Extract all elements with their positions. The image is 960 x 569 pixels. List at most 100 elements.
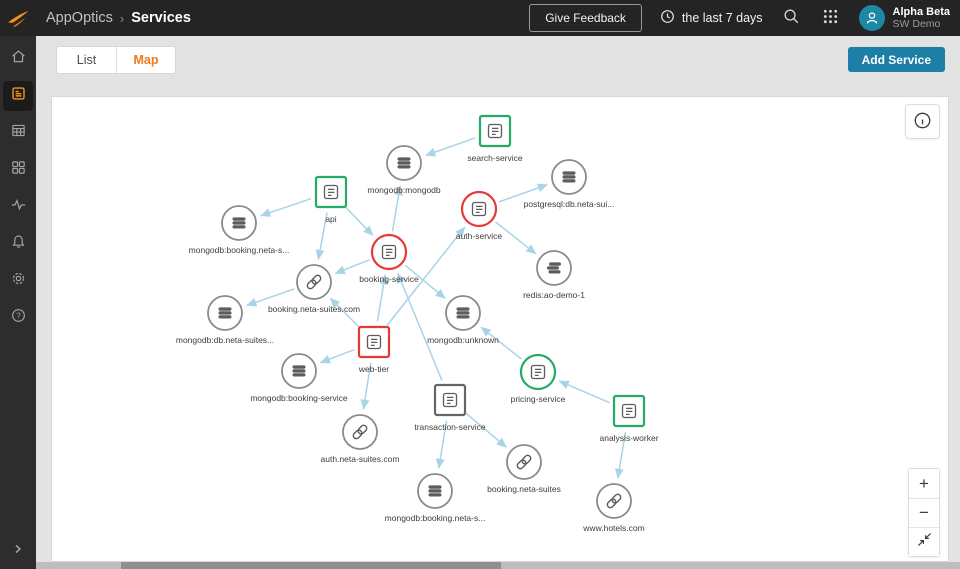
map-edge xyxy=(260,197,312,217)
map-edges xyxy=(246,137,627,479)
map-node-label: booking.neta-suites xyxy=(487,484,561,494)
map-edge xyxy=(404,264,446,299)
map-node-label: api xyxy=(325,214,336,224)
page-title: Services xyxy=(131,10,191,26)
dashboards-icon xyxy=(10,122,27,144)
user-menu[interactable]: Alpha Beta SW Demo xyxy=(858,5,950,31)
horizontal-scrollbar-thumb[interactable] xyxy=(121,562,501,569)
map-edge xyxy=(315,212,328,260)
sidebar-expand-button[interactable] xyxy=(0,539,36,563)
map-node-label: analysis-worker xyxy=(599,433,658,443)
sidebar-item-activity[interactable] xyxy=(3,192,33,222)
map-node-auth-neta-suites-com[interactable]: auth.neta-suites.com xyxy=(321,414,400,464)
map-node-label: auth.neta-suites.com xyxy=(321,454,400,464)
map-node-transaction-service[interactable]: transaction-service xyxy=(414,383,486,432)
user-name: Alpha Beta xyxy=(892,5,950,18)
help-icon: ? xyxy=(10,307,27,329)
activity-icon xyxy=(10,196,27,218)
breadcrumb: AppOptics › Services xyxy=(46,10,191,26)
map-edge xyxy=(425,137,476,157)
sidebar-item-notifications[interactable] xyxy=(3,229,33,259)
map-node-mongodb-booking-neta-top[interactable]: mongodb:booking.neta-s... xyxy=(189,205,290,255)
map-node-label: transaction-service xyxy=(414,422,486,432)
map-node-label: mongodb:booking.neta-s... xyxy=(189,245,290,255)
give-feedback-button[interactable]: Give Feedback xyxy=(529,4,642,32)
add-service-button[interactable]: Add Service xyxy=(847,47,945,72)
map-edge xyxy=(386,226,466,326)
map-node-mongodb-unknown[interactable]: mongodb:unknown xyxy=(427,295,499,345)
map-node-label: booking-service xyxy=(359,274,419,284)
map-edge xyxy=(360,362,372,410)
gear-icon xyxy=(10,270,27,292)
map-node-analysis-worker[interactable]: analysis-worker xyxy=(599,394,659,443)
sidebar-item-services[interactable] xyxy=(3,81,33,111)
map-edge xyxy=(558,380,610,404)
map-edge xyxy=(495,221,537,255)
collapse-arrows-icon xyxy=(917,532,932,552)
chevron-right-icon xyxy=(11,542,25,561)
map-nodes: search-service mongodb:mongodb postgresql:… xyxy=(176,114,659,533)
map-edge xyxy=(397,272,443,381)
sidebar-item-help[interactable]: ? xyxy=(3,303,33,333)
app-switcher-button[interactable] xyxy=(820,6,841,30)
sidebar-item-metrics[interactable] xyxy=(3,155,33,185)
zoom-in-button[interactable]: + xyxy=(909,469,939,498)
map-node-postgresql-db[interactable]: postgresql:db.neta-sui... xyxy=(524,159,615,209)
map-node-label: postgresql:db.neta-sui... xyxy=(524,199,615,209)
map-edge xyxy=(498,183,548,203)
map-edge xyxy=(391,185,404,232)
map-node-label: www.hotels.com xyxy=(582,523,644,533)
sidebar-item-settings[interactable] xyxy=(3,266,33,296)
map-edge xyxy=(319,348,355,364)
breadcrumb-brand[interactable]: AppOptics xyxy=(46,10,113,26)
map-node-mongodb-mongodb[interactable]: mongodb:mongodb xyxy=(367,145,441,195)
map-edge xyxy=(329,297,360,328)
clock-icon xyxy=(660,9,675,27)
tab-list[interactable]: List xyxy=(57,47,116,73)
map-node-booking-neta-suites-com[interactable]: booking.neta-suites.com xyxy=(268,264,360,314)
services-icon xyxy=(10,85,27,107)
search-button[interactable] xyxy=(781,6,802,30)
map-node-auth-service[interactable]: auth-service xyxy=(456,190,503,241)
top-bar: AppOptics › Services Give Feedback the l… xyxy=(0,0,960,36)
service-map[interactable]: search-service mongodb:mongodb postgresql:… xyxy=(52,97,948,561)
tab-map[interactable]: Map xyxy=(116,47,175,73)
horizontal-scrollbar[interactable] xyxy=(36,562,960,569)
map-info-button[interactable] xyxy=(905,104,940,139)
time-range-label: the last 7 days xyxy=(681,11,763,25)
info-icon xyxy=(913,111,932,133)
zoom-fit-button[interactable] xyxy=(909,527,939,556)
grid-dots-icon xyxy=(822,8,839,28)
map-node-label: redis:ao-demo-1 xyxy=(523,290,585,300)
time-range-picker[interactable]: the last 7 days xyxy=(660,9,763,27)
map-node-api[interactable]: api xyxy=(314,175,348,224)
map-node-label: mongodb:booking-service xyxy=(250,393,348,403)
map-edge xyxy=(345,206,374,236)
zoom-out-button[interactable]: − xyxy=(909,498,939,527)
map-node-redis-ao-demo-1[interactable]: redis:ao-demo-1 xyxy=(523,250,585,300)
sidebar-item-dashboards[interactable] xyxy=(3,118,33,148)
map-node-label: mongodb:db.neta-suites... xyxy=(176,335,274,345)
avatar xyxy=(858,5,885,31)
map-zoom-controls: + − xyxy=(908,468,940,557)
map-node-mongodb-booking-service[interactable]: mongodb:booking-service xyxy=(250,353,348,403)
sidebar: ? xyxy=(0,36,36,569)
map-node-pricing-service[interactable]: pricing-service xyxy=(511,353,566,404)
sidebar-item-home[interactable] xyxy=(3,44,33,74)
map-node-search-service[interactable]: search-service xyxy=(467,114,523,163)
map-node-mongodb-db-neta-suites[interactable]: mongodb:db.neta-suites... xyxy=(176,295,274,345)
map-edge xyxy=(435,420,448,469)
map-node-booking-neta-suites[interactable]: booking.neta-suites xyxy=(487,444,561,494)
map-node-label: pricing-service xyxy=(511,394,566,404)
map-node-web-tier[interactable]: web-tier xyxy=(358,325,391,374)
map-node-booking-service[interactable]: booking-service xyxy=(359,233,419,284)
map-node-mongodb-booking-neta-bot[interactable]: mongodb:booking.neta-s... xyxy=(385,473,486,523)
map-node-www-hotels-com[interactable]: www.hotels.com xyxy=(582,483,645,533)
breadcrumb-separator: › xyxy=(119,10,125,26)
map-edge xyxy=(465,412,507,448)
bell-icon xyxy=(10,233,27,255)
